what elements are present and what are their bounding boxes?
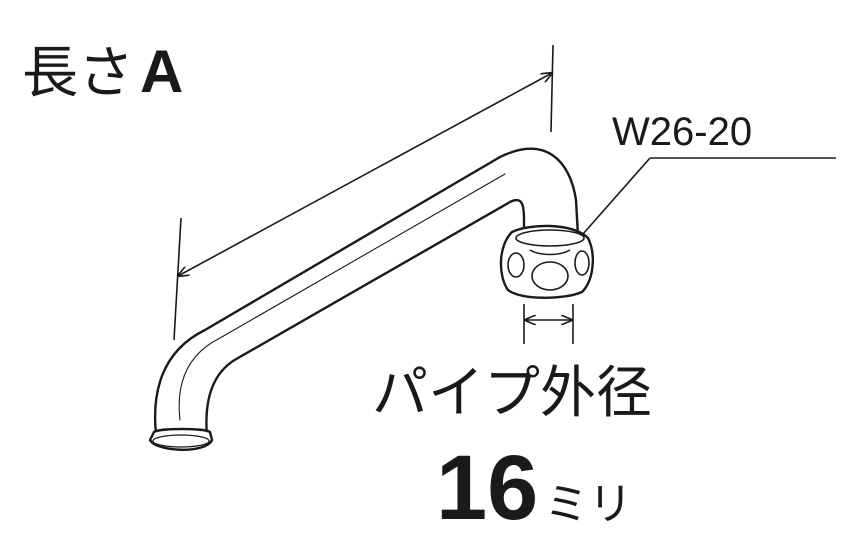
thread-size-label: W26-20 <box>612 110 753 154</box>
pipe-diameter-title: パイプ外径 <box>372 361 652 426</box>
hex-nut-icon <box>499 224 594 299</box>
thread-leader <box>582 157 836 235</box>
length-dimension <box>173 44 554 341</box>
diameter-dimension <box>523 304 574 344</box>
length-dimension-arrow-icon <box>178 73 552 276</box>
length-extension-left <box>173 217 182 341</box>
length-extension-right <box>550 44 554 133</box>
pipe-diameter-number: 16 <box>436 437 539 539</box>
length-letter: A <box>140 38 184 105</box>
spout-pipe-icon <box>148 147 580 451</box>
pipe-diameter-unit: ミリ <box>544 479 633 530</box>
length-prefix: 長さ <box>22 41 134 106</box>
